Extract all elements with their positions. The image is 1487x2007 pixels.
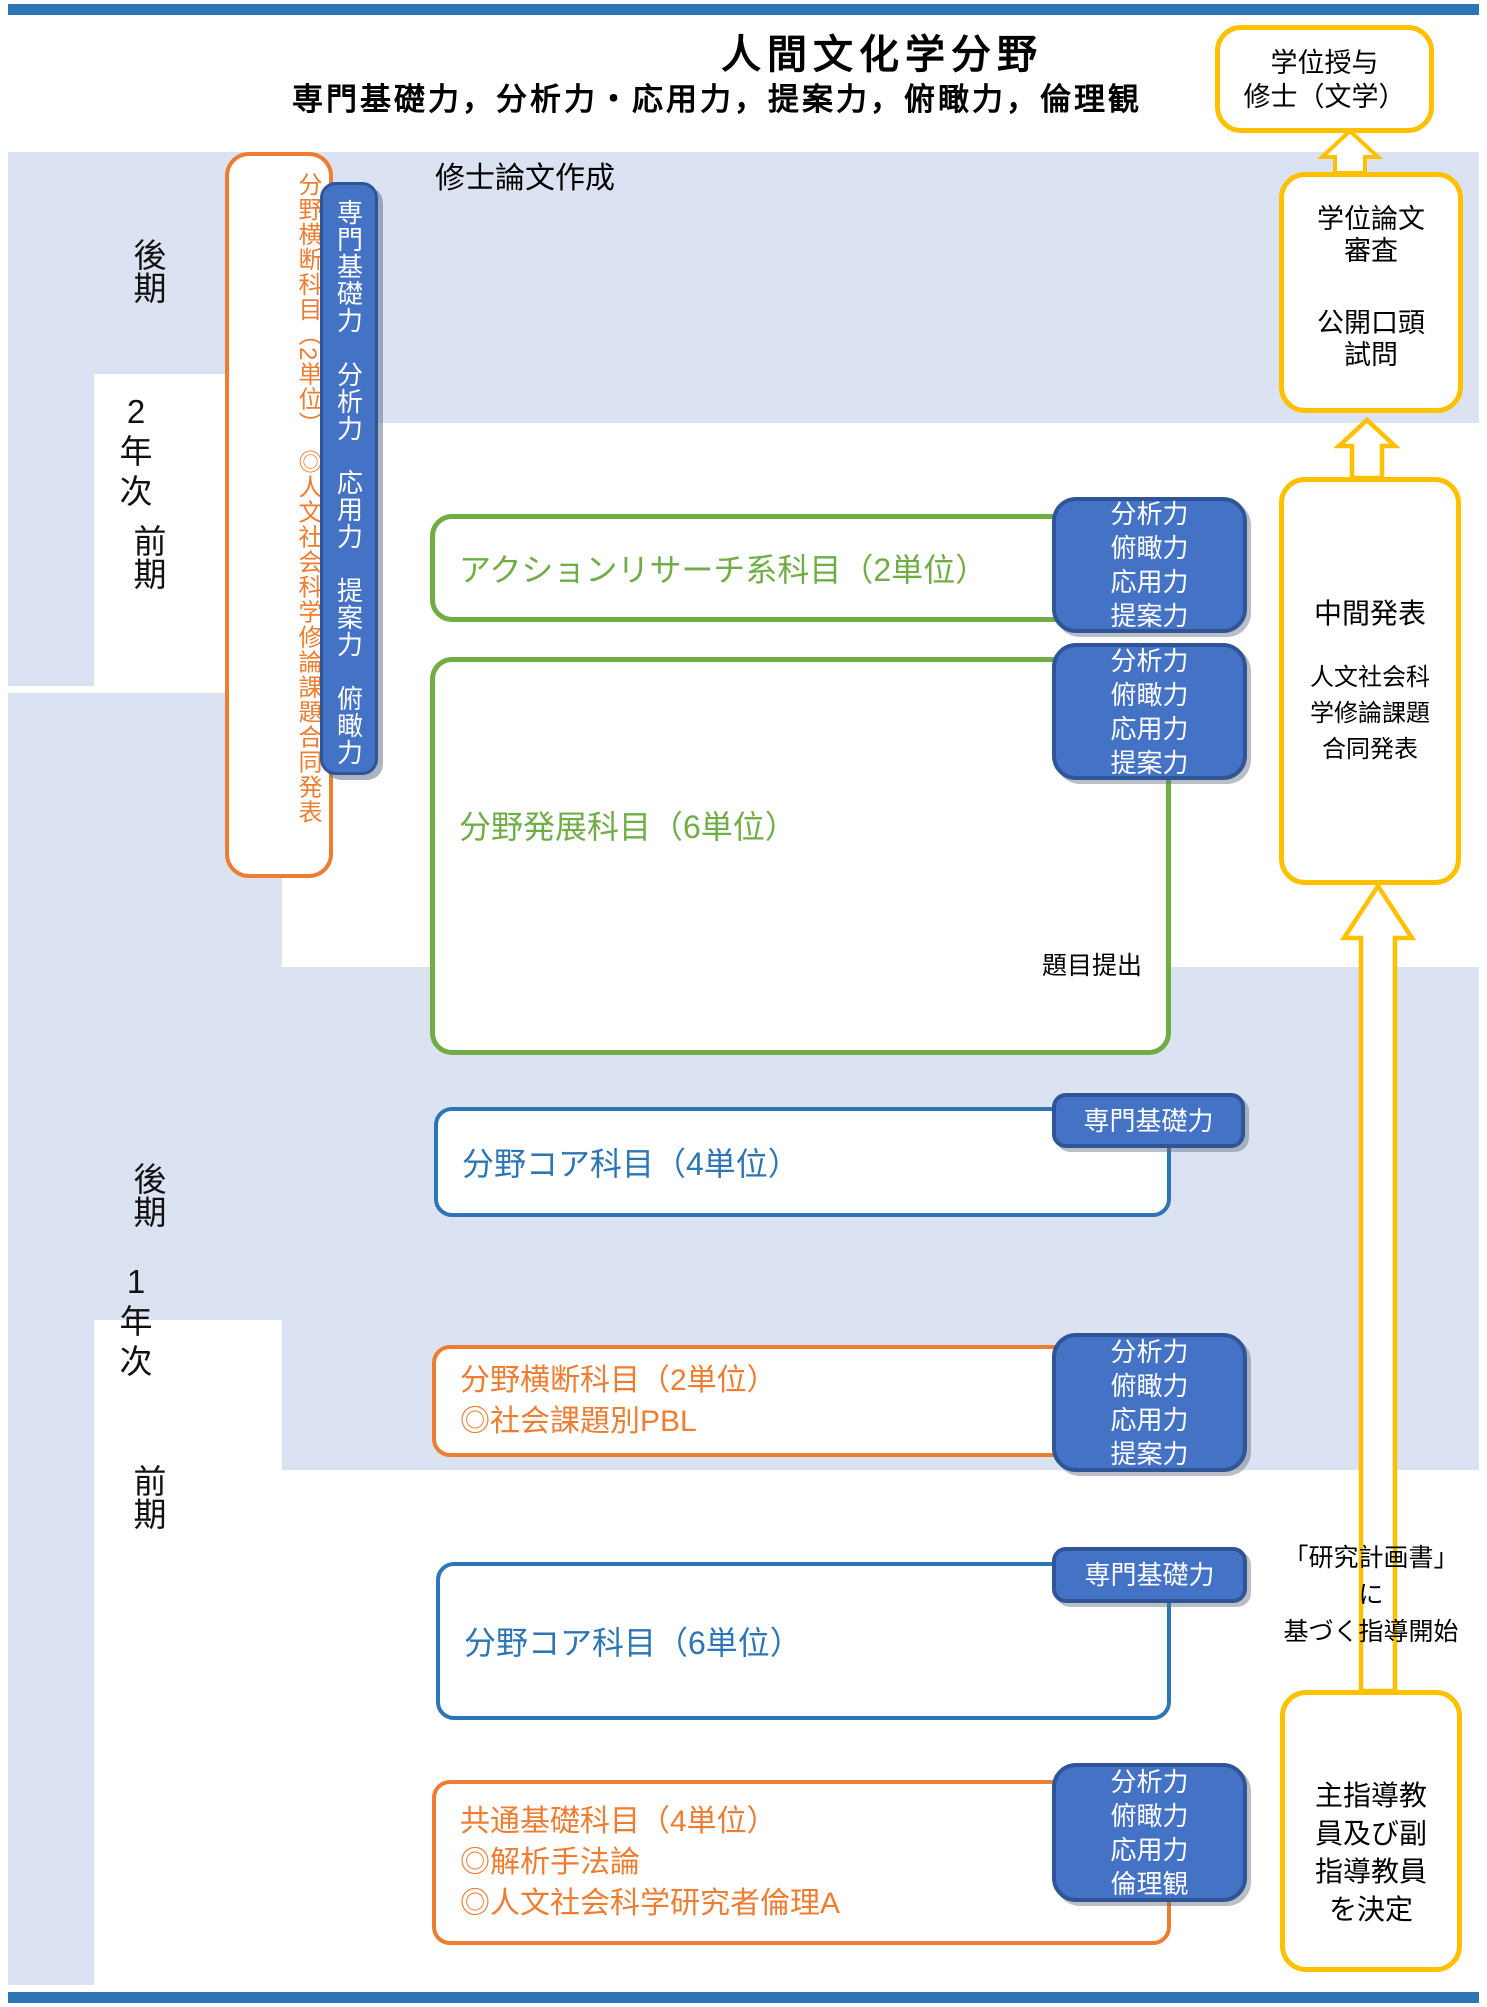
field-core4-course-box: 分野コア科目（4単位） [434, 1107, 1171, 1217]
bottom-border-line [8, 1992, 1479, 2003]
action-research-course-box: アクションリサーチ系科目（2単位） [430, 514, 1171, 622]
year1-early-semester-label: 前期 [129, 1464, 166, 1530]
field-core6-course-label: 分野コア科目（6単位） [464, 1625, 802, 1661]
cross-field-pbl-line1: 分野横断科目（2単位） [460, 1364, 777, 1397]
cross-field-pbl-course-box: 分野横断科目（2単位） ◎社会課題別PBL [432, 1345, 1171, 1457]
cross-field-pbl-line2: ◎社会課題別PBL [460, 1405, 697, 1438]
year1-label: 1 年 次 [119, 1263, 153, 1380]
common-basic-course-box: 共通基礎科目（4単位） ◎解析手法論 ◎人文社会科学研究者倫理A [432, 1780, 1171, 1945]
field-advanced-course-label: 分野発展科目（6単位） [459, 809, 797, 845]
supervisor-decision-box: 主指導教 員及び副 指導教員 を決定 [1280, 1690, 1462, 1972]
common-basic-line3: ◎人文社会科学研究者倫理A [460, 1887, 841, 1920]
thesis-writing-note: 修士論文作成 [435, 162, 615, 195]
field-core6-course-box: 分野コア科目（6単位） [436, 1562, 1171, 1720]
guidance-start-note: 「研究計画書」に 基づく指導開始 [1283, 1544, 1459, 1646]
cross-field-course-vertical-box: 分野横断科目（2単位） ◎人文社会科学修論課題合同発表 [225, 152, 333, 878]
chip-pbl-competencies: 分析力 俯瞰力 応用力 提案力 [1052, 1333, 1247, 1472]
interim-presentation-lines: 人文社会科 学修論課題 合同発表 [1310, 664, 1430, 763]
band-year1-left-column [8, 693, 94, 1985]
competency-rail-bar: 専門基礎力 分析力 応用力 提案力 俯瞰力 [320, 182, 378, 775]
chip-field-advanced-competencies: 分析力 俯瞰力 応用力 提案力 [1052, 643, 1247, 780]
chip-core6-competency: 専門基礎力 [1052, 1547, 1247, 1603]
degree-award-line2: 修士（文学） [1243, 82, 1406, 112]
common-basic-line1: 共通基礎科目（4単位） [460, 1805, 777, 1838]
top-border-line [8, 4, 1479, 15]
field-core4-course-label: 分野コア科目（4単位） [462, 1146, 800, 1182]
common-basic-line2: ◎解析手法論 [460, 1846, 640, 1879]
chip-core4-competency: 専門基礎力 [1052, 1093, 1245, 1148]
year2-late-semester-label: 後期 [129, 238, 166, 304]
topic-submission-note: 題目提出 [1041, 952, 1142, 980]
arrow-interim-to-review [1333, 416, 1401, 481]
action-research-course-label: アクションリサーチ系科目（2単位） [459, 552, 988, 588]
band-year2-left-column [8, 152, 94, 686]
chip-action-research-competencies: 分析力 俯瞰力 応用力 提案力 [1052, 497, 1247, 633]
cross-field-course-vertical-label: 分野横断科目（2単位） ◎人文社会科学修論課題合同発表 [294, 172, 321, 825]
year1-late-semester-label: 後期 [129, 1162, 166, 1228]
degree-award-box: 学位授与 修士（文学） [1215, 25, 1434, 133]
thesis-review-box: 学位論文 審査 公開口頭 試問 [1279, 172, 1463, 413]
page-subtitle: 専門基礎力，分析力・応用力，提案力，俯瞰力，倫理観 [292, 82, 1142, 117]
interim-presentation-box: 中間発表 人文社会科 学修論課題 合同発表 [1279, 477, 1461, 885]
interim-presentation-title: 中間発表 [1313, 598, 1426, 629]
page-title: 人間文化学分野 [721, 33, 1043, 77]
degree-award-line1: 学位授与 [1270, 48, 1379, 78]
year2-label: 2 年 次 [119, 393, 153, 510]
chip-common-basic-competencies: 分析力 俯瞰力 応用力 倫理観 [1052, 1763, 1247, 1902]
field-advanced-course-box: 分野発展科目（6単位） [430, 657, 1171, 1055]
competency-rail-label: 専門基礎力 分析力 応用力 提案力 俯瞰力 [333, 199, 364, 766]
year2-early-semester-label: 前期 [129, 524, 166, 590]
